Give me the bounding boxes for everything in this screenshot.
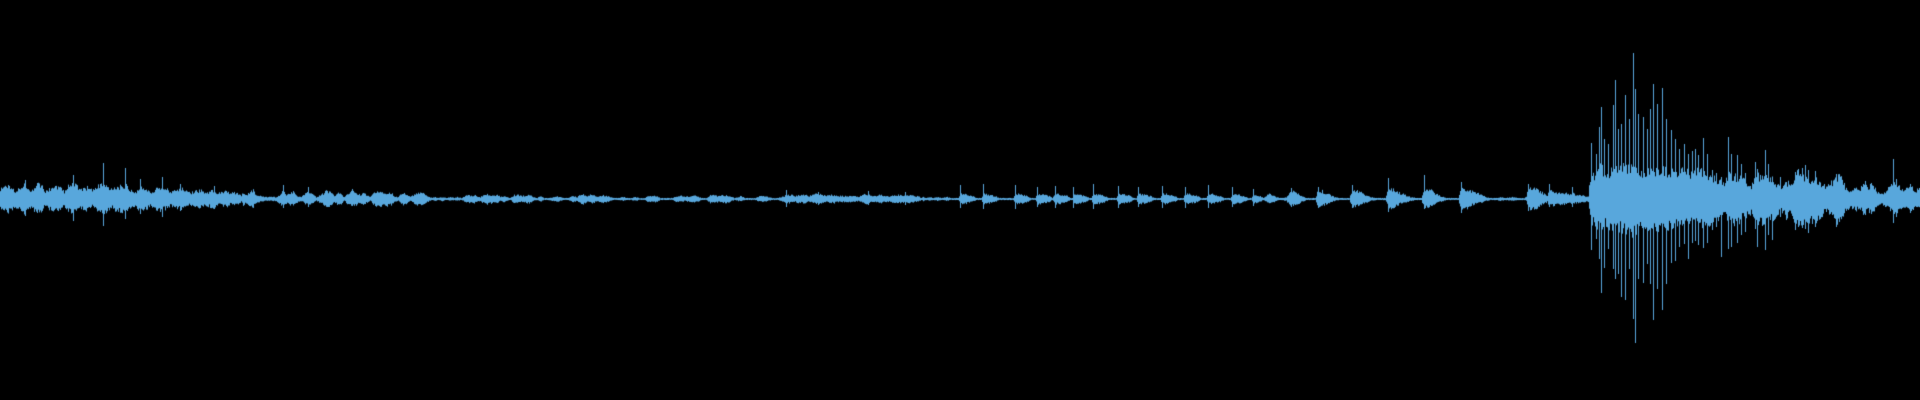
waveform-panel bbox=[0, 0, 1920, 400]
audio-waveform-canvas bbox=[0, 0, 1920, 400]
